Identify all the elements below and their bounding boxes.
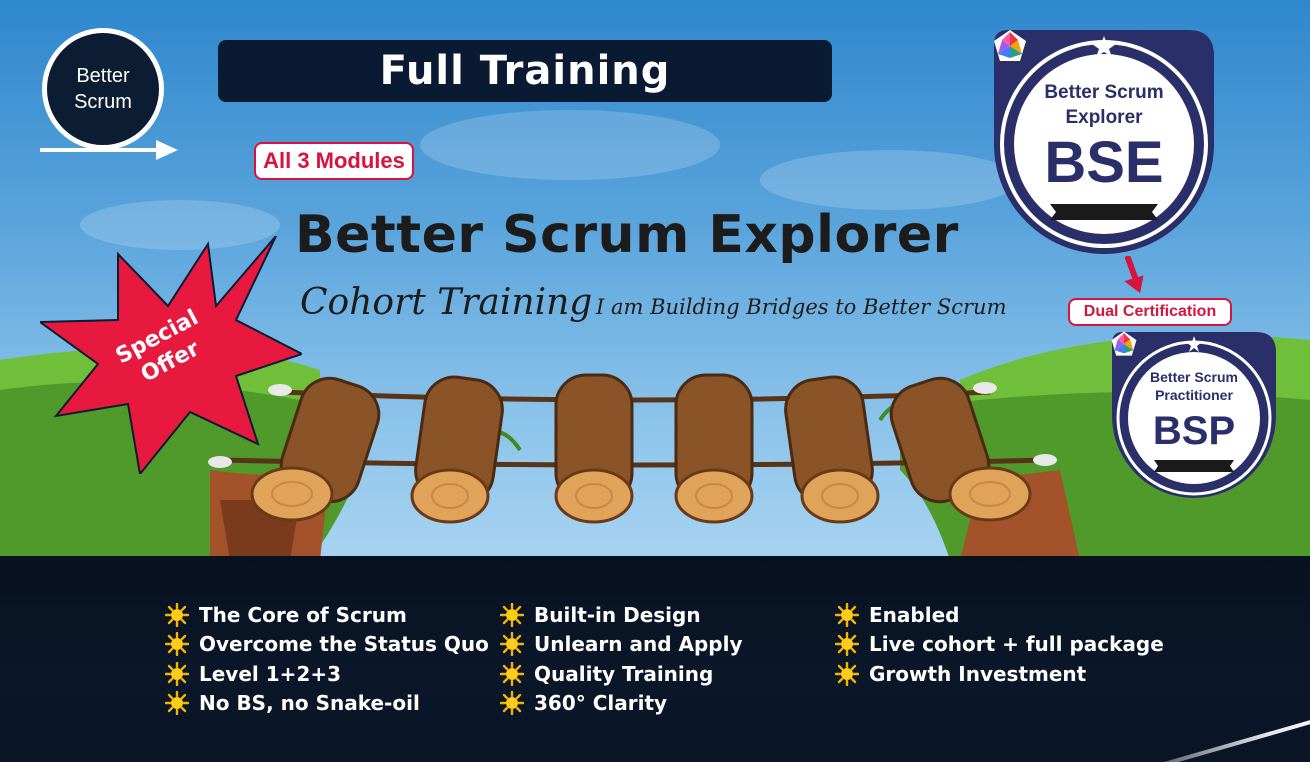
feature-item: The Core of Scrum (164, 600, 489, 630)
page-title: Better Scrum Explorer (295, 205, 959, 265)
feature-label: Enabled (869, 602, 960, 627)
better-scrum-logo: Better Scrum (42, 28, 164, 150)
features-panel (0, 556, 1310, 762)
tagline: I am Building Bridges to Better Scrum (596, 295, 1007, 319)
bse-certified-label: CERTIFIED (1082, 196, 1126, 205)
feature-item: Live cohort + full package (834, 630, 1164, 660)
bse-title-line-1: Better Scrum (1044, 82, 1164, 103)
modules-tag-label: All 3 Modules (263, 148, 405, 173)
feature-item: Level 1+2+3 (164, 659, 489, 689)
feature-item: Growth Investment (834, 659, 1164, 689)
bsp-title-line-1: Better Scrum (1150, 369, 1238, 385)
sun-icon (164, 632, 190, 657)
feature-item: Enabled (834, 600, 1164, 630)
modules-tag: All 3 Modules (254, 142, 414, 180)
sun-icon (164, 691, 190, 716)
logo-text: Better Scrum (58, 63, 148, 115)
dual-certification-label: Dual Certification (1083, 303, 1217, 320)
sun-icon (499, 691, 525, 716)
sun-icon (499, 602, 525, 627)
feature-label: Growth Investment (869, 661, 1087, 686)
sun-icon (834, 602, 860, 627)
dual-certification-tag: Dual Certification (1068, 298, 1232, 326)
feature-label: 360° Clarity (534, 691, 668, 716)
logo-line-2: Scrum (74, 91, 132, 113)
logo-line-1: Better (76, 65, 130, 87)
bse-title: Better Scrum Explorer (1036, 80, 1172, 130)
arrow-down-icon (1124, 256, 1144, 294)
feature-label: Level 1+2+3 (199, 661, 341, 686)
feature-label: Unlearn and Apply (534, 632, 743, 657)
sun-icon (499, 661, 525, 686)
sun-icon (164, 661, 190, 686)
feature-label: Live cohort + full package (869, 632, 1164, 657)
bsp-badge (1112, 332, 1276, 498)
bsp-abbreviation: BSP (1152, 409, 1236, 453)
sun-icon (834, 632, 860, 657)
sun-icon (164, 602, 190, 627)
bsp-certified-label: CERTIFIED (1178, 456, 1210, 462)
bsp-title-line-2: Practitioner (1155, 387, 1233, 403)
colorful-star-logo-icon (994, 30, 1026, 61)
feature-item: Unlearn and Apply (499, 630, 743, 660)
feature-label: No BS, no Snake-oil (199, 691, 420, 716)
sun-icon (499, 632, 525, 657)
feature-label: Quality Training (534, 661, 714, 686)
feature-label: Built-in Design (534, 602, 701, 627)
colorful-star-logo-icon (1111, 331, 1137, 356)
bse-title-line-2: Explorer (1065, 107, 1143, 128)
feature-item: Overcome the Status Quo (164, 630, 489, 660)
feature-item: 360° Clarity (499, 689, 742, 719)
banner-title: Full Training (379, 48, 671, 94)
cohort-subtitle: Cohort Training (300, 282, 593, 323)
sun-icon (834, 661, 860, 686)
feature-item: No BS, no Snake-oil (164, 689, 489, 719)
bse-badge (994, 30, 1214, 254)
feature-item: Built-in Design (499, 600, 742, 630)
feature-item: Quality Training (499, 659, 742, 689)
bsp-title: Better Scrum Practitioner (1140, 368, 1248, 404)
arrow-right-icon (40, 140, 178, 160)
bse-abbreviation: BSE (1044, 130, 1164, 195)
feature-label: The Core of Scrum (199, 602, 407, 627)
special-offer-starburst (40, 236, 302, 474)
full-training-banner: Full Training (218, 40, 832, 102)
feature-label: Overcome the Status Quo (199, 632, 489, 657)
